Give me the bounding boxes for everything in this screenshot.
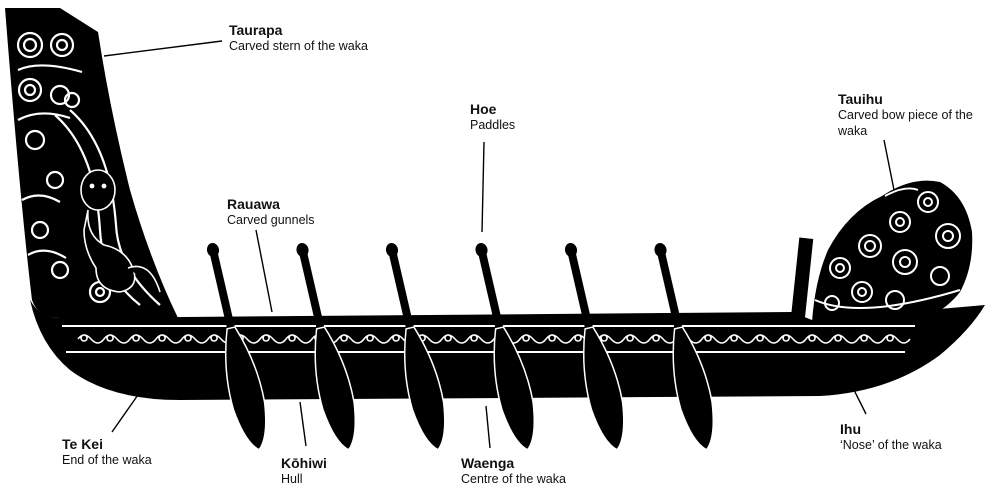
label-desc: ‘Nose’ of the waka [840,438,942,452]
paddle [296,243,356,451]
paddle [206,243,267,451]
tauihu-carving [790,180,973,324]
label-term: Rauawa [227,196,280,212]
label-kohiwi: Kōhiwi Hull [281,455,327,487]
paddles [206,243,714,451]
leader-tauihu [883,139,895,191]
label-term: Waenga [461,455,515,471]
label-desc: Carved bow piece of the waka [838,108,973,138]
label-tekei: Te Kei End of the waka [62,436,152,468]
leader-waenga [485,405,491,449]
label-term: Hoe [470,101,497,117]
label-desc: Carved gunnels [227,213,315,227]
paddle [385,243,446,451]
taurapa-carving [5,8,178,318]
leader-hoe [481,141,485,233]
label-hoe: Hoe Paddles [470,101,515,133]
leader-taurapa [103,40,223,57]
leader-lines [103,40,895,449]
label-taurapa: Taurapa Carved stern of the waka [229,22,368,54]
label-term: Kōhiwi [281,455,327,471]
label-term: Ihu [840,421,861,437]
label-tauihu: Tauihu Carved bow piece of the waka [838,91,988,139]
paddle [564,243,625,451]
paddle [654,243,714,451]
label-desc: Hull [281,472,303,486]
leader-ihu [847,377,867,415]
leader-tekei [111,391,141,433]
label-desc: Centre of the waka [461,472,566,486]
label-term: Te Kei [62,436,103,452]
label-rauawa: Rauawa Carved gunnels [227,196,315,228]
label-term: Taurapa [229,22,283,38]
label-desc: End of the waka [62,453,152,467]
label-desc: Carved stern of the waka [229,39,368,53]
paddle [475,243,535,451]
label-term: Tauihu [838,91,883,107]
leader-kohiwi [299,401,307,447]
label-ihu: Ihu ‘Nose’ of the waka [840,421,942,453]
label-desc: Paddles [470,118,516,132]
label-waenga: Waenga Centre of the waka [461,455,566,487]
leader-rauawa [255,229,273,313]
